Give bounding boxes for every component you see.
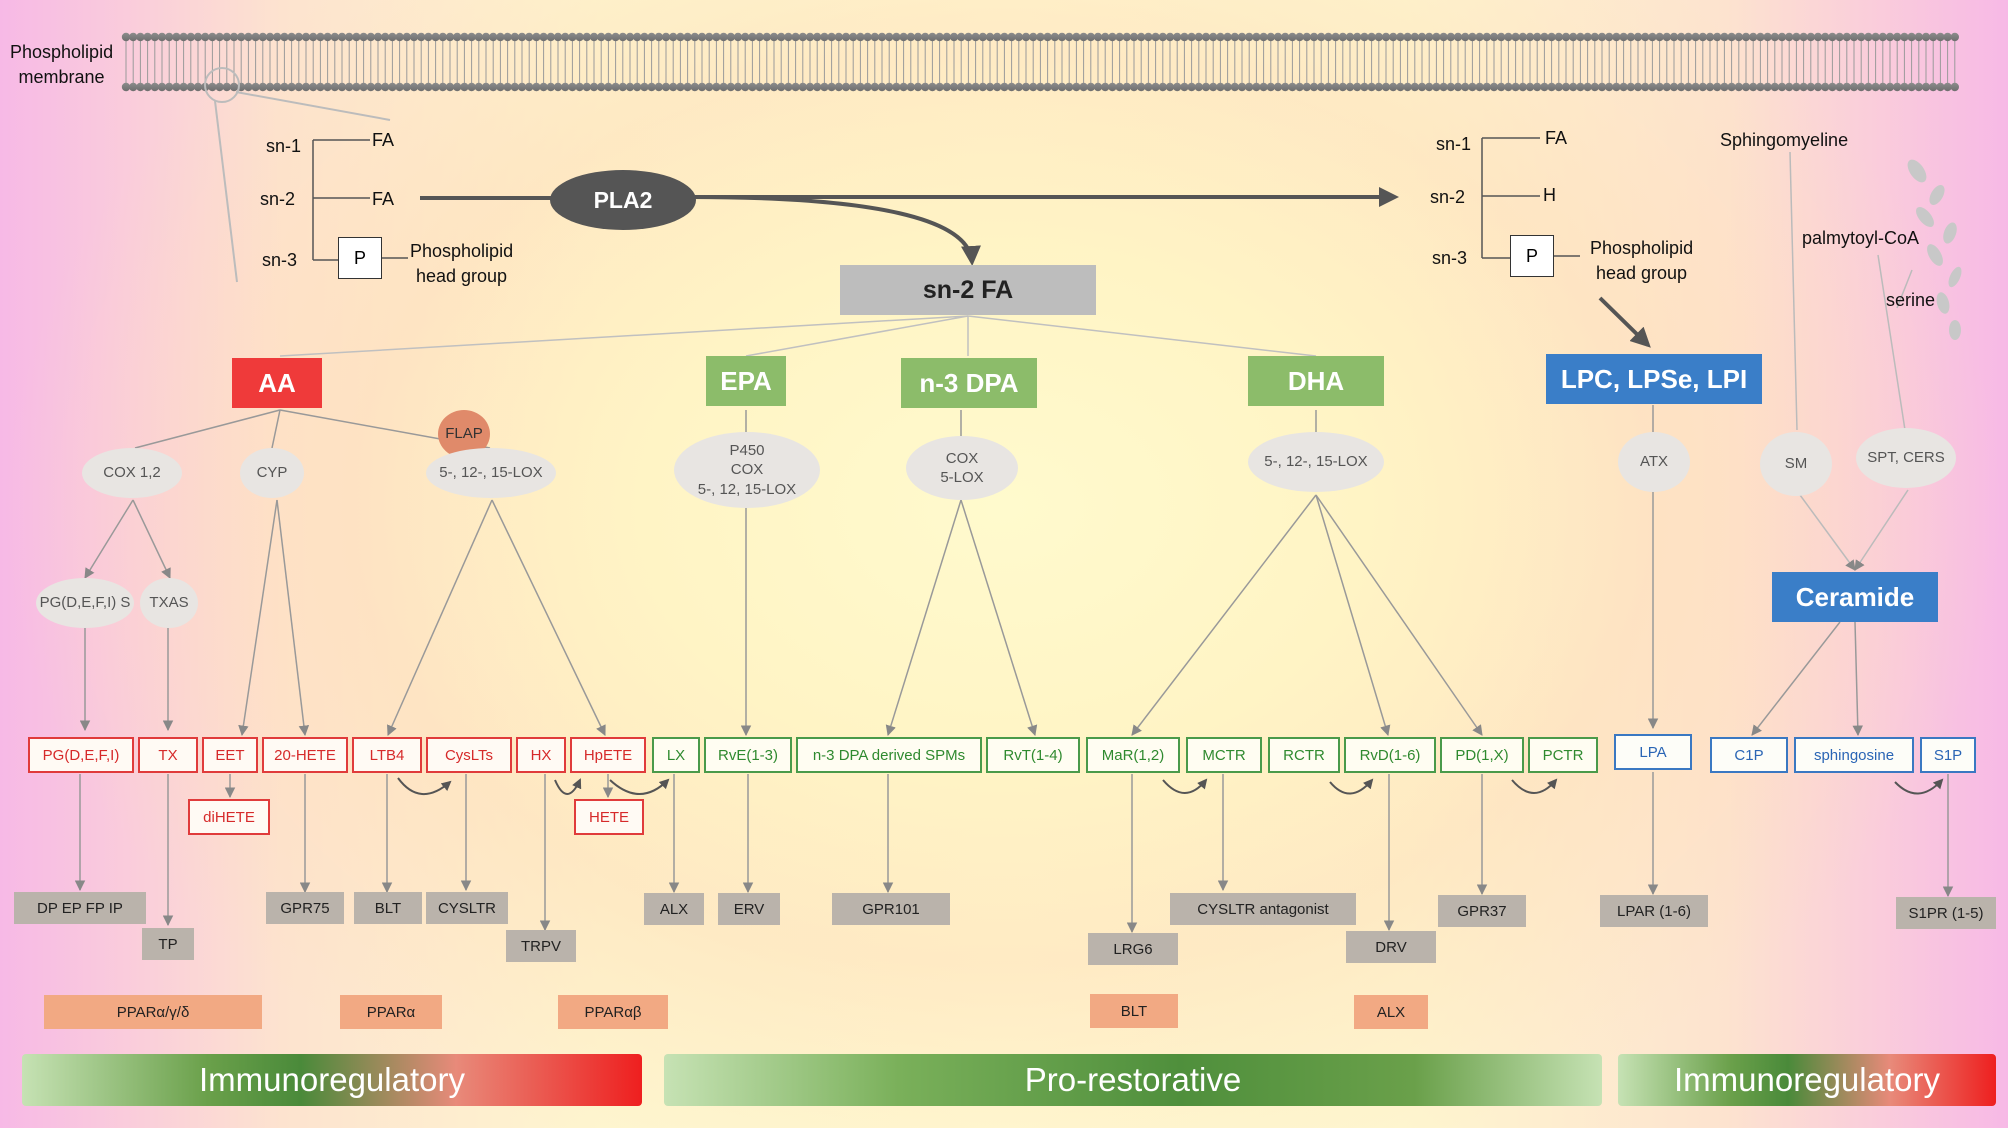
- pla2-enzyme: PLA2: [550, 170, 696, 230]
- lipid-fragment-icon: [1907, 159, 1962, 340]
- s1p-mediator: S1P: [1920, 737, 1976, 773]
- hpete-mediator: HpETE: [570, 737, 646, 773]
- rvt-mediator: RvT(1-4): [986, 737, 1080, 773]
- ceramide-header: Ceramide: [1772, 572, 1938, 622]
- lpa-mediator: LPA: [1614, 734, 1692, 770]
- cysltr-receptor: CYSLTR: [426, 892, 508, 924]
- fa-branch-lines: [279, 315, 1317, 357]
- atx-enzyme: ATX: [1618, 432, 1690, 492]
- right-h-label: H: [1543, 185, 1556, 205]
- sm-enzyme: SM: [1760, 432, 1832, 496]
- hete-mediator: HETE: [574, 799, 644, 835]
- s1pr-receptor: S1PR (1-5): [1896, 897, 1996, 929]
- pg-synthase-enzyme: PG(D,E,F,I) S: [36, 578, 134, 628]
- cyslts-mediator: CysLTs: [426, 737, 512, 773]
- aa-header: AA: [232, 358, 322, 408]
- sphingomyeline-label: Sphingomyeline: [1720, 130, 1849, 150]
- sphingosine-mediator: sphingosine: [1794, 737, 1914, 773]
- aa-lox-enzyme: 5-, 12-, 15-LOX: [426, 448, 556, 498]
- tx-mediator: TX: [138, 737, 198, 773]
- rctr-mediator: RCTR: [1268, 737, 1340, 773]
- erv-receptor: ERV: [718, 893, 780, 925]
- left-fa1-label: FA: [372, 130, 395, 150]
- dha-lox-enzyme: 5-, 12-, 15-LOX: [1248, 432, 1384, 492]
- blt-ppar-box: BLT: [1090, 994, 1178, 1028]
- left-fa2-label: FA: [372, 189, 395, 209]
- sphingolipid-lines: [1789, 151, 1913, 571]
- immunoregulatory-band-left: Immunoregulatory: [22, 1054, 642, 1106]
- 20-hete-mediator: 20-HETE: [262, 737, 348, 773]
- rvd-mediator: RvD(1-6): [1344, 737, 1436, 773]
- right-sn1-label: sn-1: [1436, 134, 1472, 154]
- n3dpa-spm-mediator: n-3 DPA derived SPMs: [796, 737, 982, 773]
- sn2-fa-box: sn-2 FA: [840, 265, 1096, 315]
- interconversion-arrows: [397, 777, 1944, 796]
- mar-mediator: MaR(1,2): [1086, 737, 1180, 773]
- cox12-enzyme: COX 1,2: [82, 448, 182, 498]
- pd-mediator: PD(1,X): [1440, 737, 1524, 773]
- ppar-agd-receptor: PPARα/γ/δ: [44, 995, 262, 1029]
- left-sn1-label: sn-1: [266, 136, 302, 156]
- prostanoid-receptors: DP EP FP IP: [14, 892, 146, 924]
- pctr-mediator: PCTR: [1528, 737, 1598, 773]
- ppar-a-receptor: PPARα: [340, 995, 442, 1029]
- pla2-arrows: [420, 187, 1651, 348]
- right-sn3-label: sn-3: [1432, 248, 1468, 268]
- spt-cers-enzyme: SPT, CERS: [1856, 428, 1956, 488]
- right-phosphate-box: P: [1510, 235, 1554, 277]
- palmitoyl-coa-label: palmytoyl-CoA: [1802, 228, 1920, 248]
- left-phosphate-box: P: [338, 237, 382, 279]
- phospholipid-membrane: [121, 32, 1960, 92]
- immunoregulatory-band-right: Immunoregulatory: [1618, 1054, 1996, 1106]
- dihete-mediator: diHETE: [188, 799, 270, 835]
- blt-receptor: BLT: [354, 892, 422, 924]
- cyp-enzyme: CYP: [240, 448, 304, 498]
- mctr-mediator: MCTR: [1186, 737, 1262, 773]
- tp-receptor: TP: [142, 928, 194, 960]
- lrg6-receptor: LRG6: [1088, 933, 1178, 965]
- left-phospholipid-bracket: [312, 139, 408, 261]
- epa-header: EPA: [706, 356, 786, 406]
- drv-receptor: DRV: [1346, 931, 1436, 963]
- trpv-receptor: TRPV: [506, 930, 576, 962]
- lx-mediator: LX: [652, 737, 700, 773]
- serine-label: serine: [1886, 290, 1936, 310]
- right-phospholipid-bracket: [1481, 137, 1580, 259]
- right-fa1-label: FA: [1545, 128, 1568, 148]
- lpc-header: LPC, LPSe, LPI: [1546, 354, 1762, 404]
- left-sn2-label: sn-2: [260, 189, 296, 209]
- n3dpa-header: n-3 DPA: [901, 358, 1037, 408]
- alx-ppar-box: ALX: [1354, 995, 1428, 1029]
- gpr75-receptor: GPR75: [266, 892, 344, 924]
- c1p-mediator: C1P: [1710, 737, 1788, 773]
- lpar-receptor: LPAR (1-6): [1600, 895, 1708, 927]
- pro-restorative-band: Pro-restorative: [664, 1054, 1602, 1106]
- cysltr-antagonist-receptor: CYSLTR antagonist: [1170, 893, 1356, 925]
- ltb4-mediator: LTB4: [352, 737, 422, 773]
- pg-mediator: PG(D,E,F,I): [28, 737, 134, 773]
- ppar-ab-receptor: PPARαβ: [558, 995, 668, 1029]
- txas-enzyme: TXAS: [140, 578, 198, 628]
- hx-mediator: HX: [516, 737, 566, 773]
- alx-receptor: ALX: [644, 893, 704, 925]
- pathway-arrows: [74, 405, 1954, 934]
- eet-mediator: EET: [202, 737, 258, 773]
- gpr37-receptor: GPR37: [1438, 895, 1526, 927]
- dha-header: DHA: [1248, 356, 1384, 406]
- zoom-callout: [204, 67, 391, 283]
- gpr101-receptor: GPR101: [832, 893, 950, 925]
- rve-mediator: RvE(1-3): [704, 737, 792, 773]
- right-sn2-label: sn-2: [1430, 187, 1466, 207]
- left-sn3-label: sn-3: [262, 250, 298, 270]
